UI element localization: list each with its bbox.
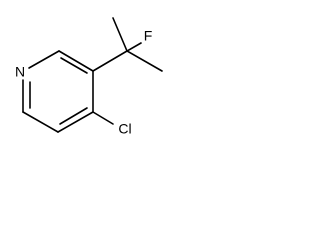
bond-cq-methyl-up xyxy=(112,17,128,52)
bond-c4-c5 xyxy=(57,111,94,133)
bond-c5-c6 xyxy=(22,111,59,133)
bond-c4-cl xyxy=(92,111,114,125)
bond-c2-c3 xyxy=(58,50,94,72)
bond-cq-methyl-right xyxy=(126,50,163,72)
bond-c3-cq xyxy=(92,50,128,72)
chlorine-atom-label: Cl xyxy=(118,121,131,137)
bond-n-c2 xyxy=(28,50,60,69)
double-bond-c4-c5-inner xyxy=(59,107,88,125)
bond-cq-f xyxy=(126,42,142,52)
molecule-structure: N Cl F xyxy=(15,17,163,137)
fluorine-atom-label: F xyxy=(144,28,153,44)
nitrogen-atom-label: N xyxy=(15,64,25,80)
double-bond-c2-c3-inner xyxy=(60,57,88,74)
